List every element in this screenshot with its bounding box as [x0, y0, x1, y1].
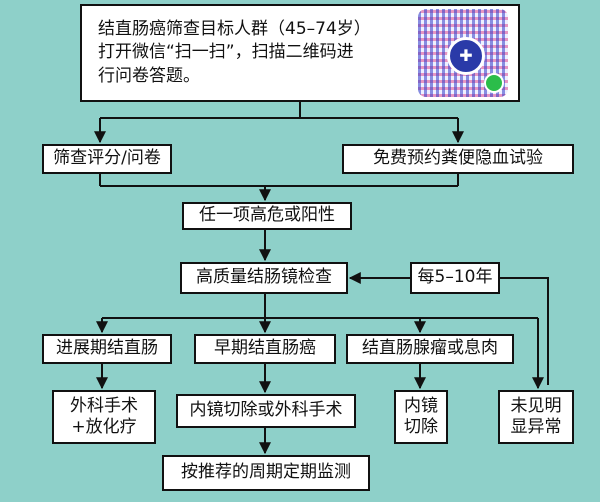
early-cancer-label: 早期结直肠癌	[214, 338, 316, 359]
high-risk-label: 任一项高危或阳性	[199, 205, 335, 226]
connector-no-abnormal-loop	[500, 277, 549, 385]
endoscopic-or-surgery-box: 内镜切除或外科手术	[176, 394, 356, 428]
qr-code-icon[interactable]: ✚	[418, 9, 508, 97]
miniprogram-badge-icon	[484, 73, 504, 93]
no-abnormal-box: 未见明 显异常	[498, 390, 574, 444]
colonoscopy-box: 高质量结肠镜检查	[180, 262, 348, 294]
surgery-line-1: 外科手术	[70, 395, 138, 416]
target-line-2: 打开微信“扫一扫”，扫描二维码进	[98, 42, 354, 63]
endoscopic-resection-box: 内镜 切除	[394, 390, 448, 444]
followup-label: 按推荐的周期定期监测	[181, 462, 351, 483]
screening-score-box: 筛查评分/问卷	[42, 144, 172, 174]
screening-score-label: 筛查评分/问卷	[53, 148, 161, 169]
no-abnormal-line-2: 显异常	[510, 417, 562, 437]
logo-icon: ✚	[447, 37, 485, 75]
high-risk-box: 任一项高危或阳性	[182, 202, 352, 230]
fobt-label: 免费预约粪便隐血试验	[373, 148, 543, 169]
endoscopic-or-surgery-label: 内镜切除或外科手术	[189, 400, 343, 421]
interval-box: 每5–10年	[410, 262, 500, 294]
advanced-label: 进展期结直肠	[56, 338, 158, 359]
endo-resect-line-1: 内镜	[404, 395, 438, 416]
target-line-1: 结直肠癌筛查目标人群（45–74岁）	[98, 18, 371, 39]
target-population-box: 结直肠癌筛查目标人群（45–74岁） 打开微信“扫一扫”，扫描二维码进 行问卷答…	[80, 4, 520, 102]
adenoma-label: 结直肠腺瘤或息肉	[362, 338, 498, 359]
adenoma-box: 结直肠腺瘤或息肉	[346, 334, 514, 364]
target-line-3: 行问卷答题。	[98, 65, 200, 86]
endo-resect-line-2: 切除	[404, 417, 438, 437]
followup-box: 按推荐的周期定期监测	[162, 455, 370, 491]
target-population-text: 结直肠癌筛查目标人群（45–74岁） 打开微信“扫一扫”，扫描二维码进 行问卷答…	[98, 18, 371, 88]
advanced-box: 进展期结直肠	[42, 334, 172, 364]
surgery-line-2: +放化疗	[71, 417, 137, 437]
colonoscopy-label: 高质量结肠镜检查	[196, 267, 332, 288]
fobt-box: 免费预约粪便隐血试验	[342, 144, 574, 174]
early-cancer-box: 早期结直肠癌	[194, 334, 336, 364]
surgery-chemo-box: 外科手术 +放化疗	[52, 390, 156, 444]
no-abnormal-line-1: 未见明	[510, 395, 562, 416]
interval-label: 每5–10年	[417, 267, 493, 288]
